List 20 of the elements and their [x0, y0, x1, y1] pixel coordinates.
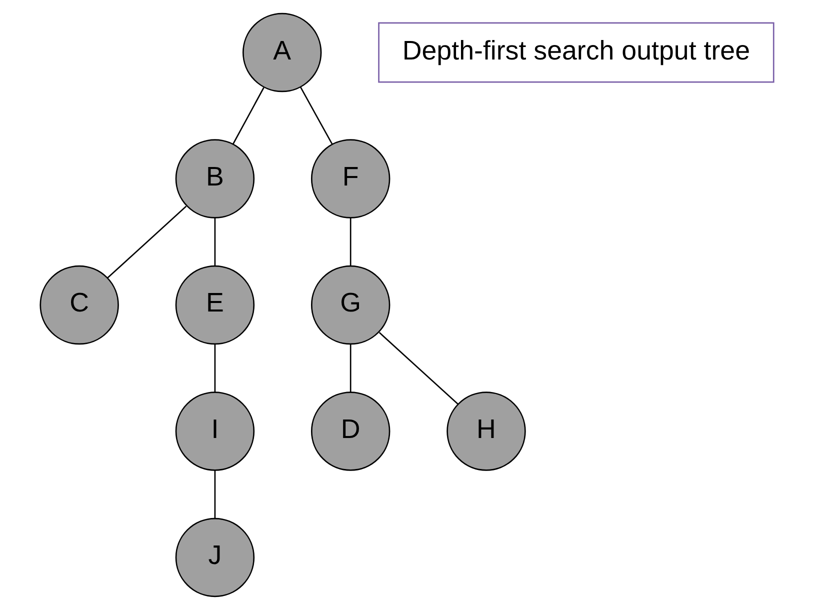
node-circle: A [242, 12, 322, 92]
node-circle: I [174, 392, 254, 471]
connector [232, 87, 264, 144]
connector [349, 218, 351, 266]
connector [106, 206, 186, 278]
node-circle: F [310, 139, 390, 218]
node-circle: C [39, 265, 118, 345]
node-circle: G [310, 265, 390, 345]
node-box: Depth-first search output tree [378, 22, 774, 83]
connector [349, 344, 351, 392]
node-circle: J [174, 518, 254, 598]
connector [214, 218, 216, 266]
node-circle: B [174, 139, 254, 218]
connector [214, 470, 216, 518]
node-circle: E [174, 265, 254, 345]
connector [299, 86, 332, 145]
node-circle: H [446, 392, 526, 471]
connector [214, 344, 216, 392]
node-circle: D [310, 392, 390, 471]
connector [378, 332, 458, 405]
